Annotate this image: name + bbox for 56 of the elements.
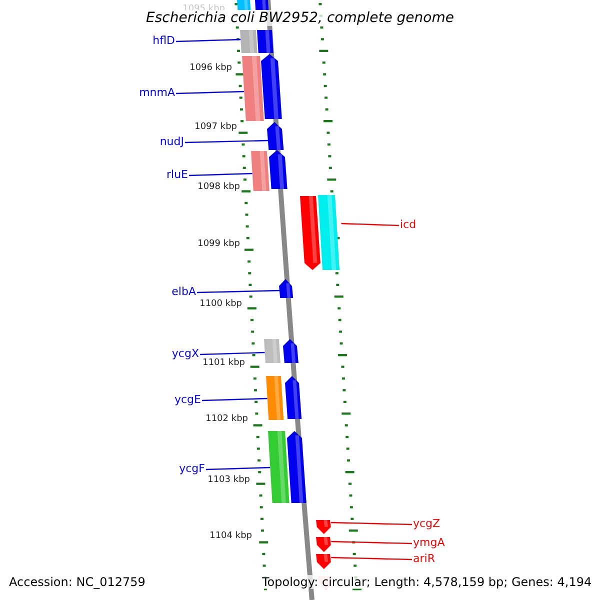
leader-line [188, 172, 252, 176]
position-label: 1099 kbp [198, 240, 240, 249]
gene-label: mnmA [139, 87, 175, 98]
gene-label: ycgX [172, 348, 199, 359]
gene-block [264, 339, 280, 363]
gene-label: icd [400, 219, 416, 230]
position-label: 1096 kbp [190, 64, 232, 73]
gene-pointed-block [283, 339, 298, 363]
gene-pointed-block [287, 431, 306, 503]
gene-label: ycgF [179, 463, 205, 474]
gene-label: rluE [166, 169, 188, 180]
position-label: 1098 kbp [198, 183, 240, 192]
gene-block [266, 376, 284, 420]
gene-block [251, 151, 270, 191]
leader-line [176, 38, 241, 42]
gene-pointed-block [285, 376, 302, 419]
gene-block [242, 56, 264, 121]
gene-block [268, 431, 290, 503]
leader-line [184, 140, 268, 144]
title: Escherichia coli BW2952, complete genome [144, 10, 456, 26]
info-text: Topology: circular; Length: 4,578,159 bp; Genes: 4,194 [262, 575, 592, 589]
gene-pointed-block [267, 122, 284, 150]
leader-line [206, 466, 270, 470]
info-text: Accession: NC_012759 [9, 575, 146, 589]
gene-label: ymgA [413, 537, 445, 548]
gene-block [237, 0, 251, 10]
leader-line [331, 540, 412, 544]
leader-line [331, 556, 412, 560]
gene-pointed-block [269, 150, 288, 189]
gene-pointed-block [279, 279, 294, 298]
gene-pointed-block [316, 554, 331, 569]
leader-line [330, 522, 412, 526]
gene-label: hflD [152, 35, 175, 46]
gene-pointed-block [316, 537, 331, 552]
leader-line [200, 352, 265, 356]
leader-line [196, 290, 280, 294]
gene-block [318, 195, 340, 270]
position-label: 1097 kbp [194, 123, 237, 132]
gene-label: ycgZ [413, 518, 440, 529]
leader-line [176, 90, 244, 94]
position-label: 1100 kbp [200, 300, 242, 309]
gene-label: ariR [413, 553, 435, 564]
gene-label: nudJ [160, 136, 184, 147]
position-label: 1103 kbp [208, 476, 250, 485]
gene-label: elbA [172, 286, 196, 297]
gene-label: ycgE [174, 394, 201, 405]
gene-pointed-block [316, 520, 331, 534]
position-label: 1102 kbp [206, 415, 248, 424]
leader-line [202, 398, 268, 402]
position-label: 1104 kbp [210, 532, 252, 541]
position-label: 1101 kbp [202, 359, 245, 368]
gene-block [257, 30, 274, 53]
gene-block [255, 0, 269, 10]
gene-block [240, 30, 258, 53]
gene-pointed-block [300, 196, 320, 270]
leader-line [341, 222, 400, 226]
